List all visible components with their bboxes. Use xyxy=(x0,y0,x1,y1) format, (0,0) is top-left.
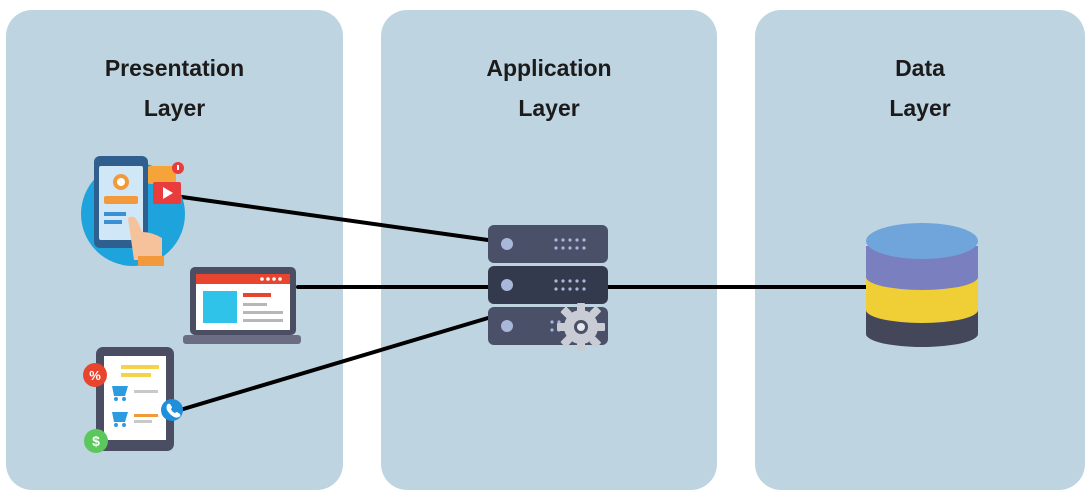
title-line-2: Layer xyxy=(143,95,206,121)
presentation-layer-title: Presentation Layer xyxy=(6,48,343,128)
laptop-browser-icon xyxy=(183,267,301,344)
data-layer-title: Data Layer xyxy=(755,48,1085,128)
title-line-2: Layer xyxy=(889,95,951,121)
connector-mobile-to-server xyxy=(180,195,490,242)
connector-tablet-to-server xyxy=(178,316,490,412)
gear-icon xyxy=(557,303,605,351)
server-rack-icon xyxy=(488,225,608,351)
title-line-2: Layer xyxy=(518,95,580,121)
connectors xyxy=(178,195,868,412)
title-line-1: Application xyxy=(486,55,612,81)
mobile-app-icon xyxy=(81,156,185,266)
title-line-1: Data xyxy=(895,55,945,81)
application-layer-panel: Application Layer xyxy=(381,10,717,490)
svg-text:$: $ xyxy=(92,433,100,449)
database-icon xyxy=(866,223,978,347)
application-layer-title: Application Layer xyxy=(381,48,717,128)
title-line-1: Presentation xyxy=(104,55,245,81)
svg-text:%: % xyxy=(89,368,101,383)
tablet-shop-icon: % $ xyxy=(83,347,183,453)
